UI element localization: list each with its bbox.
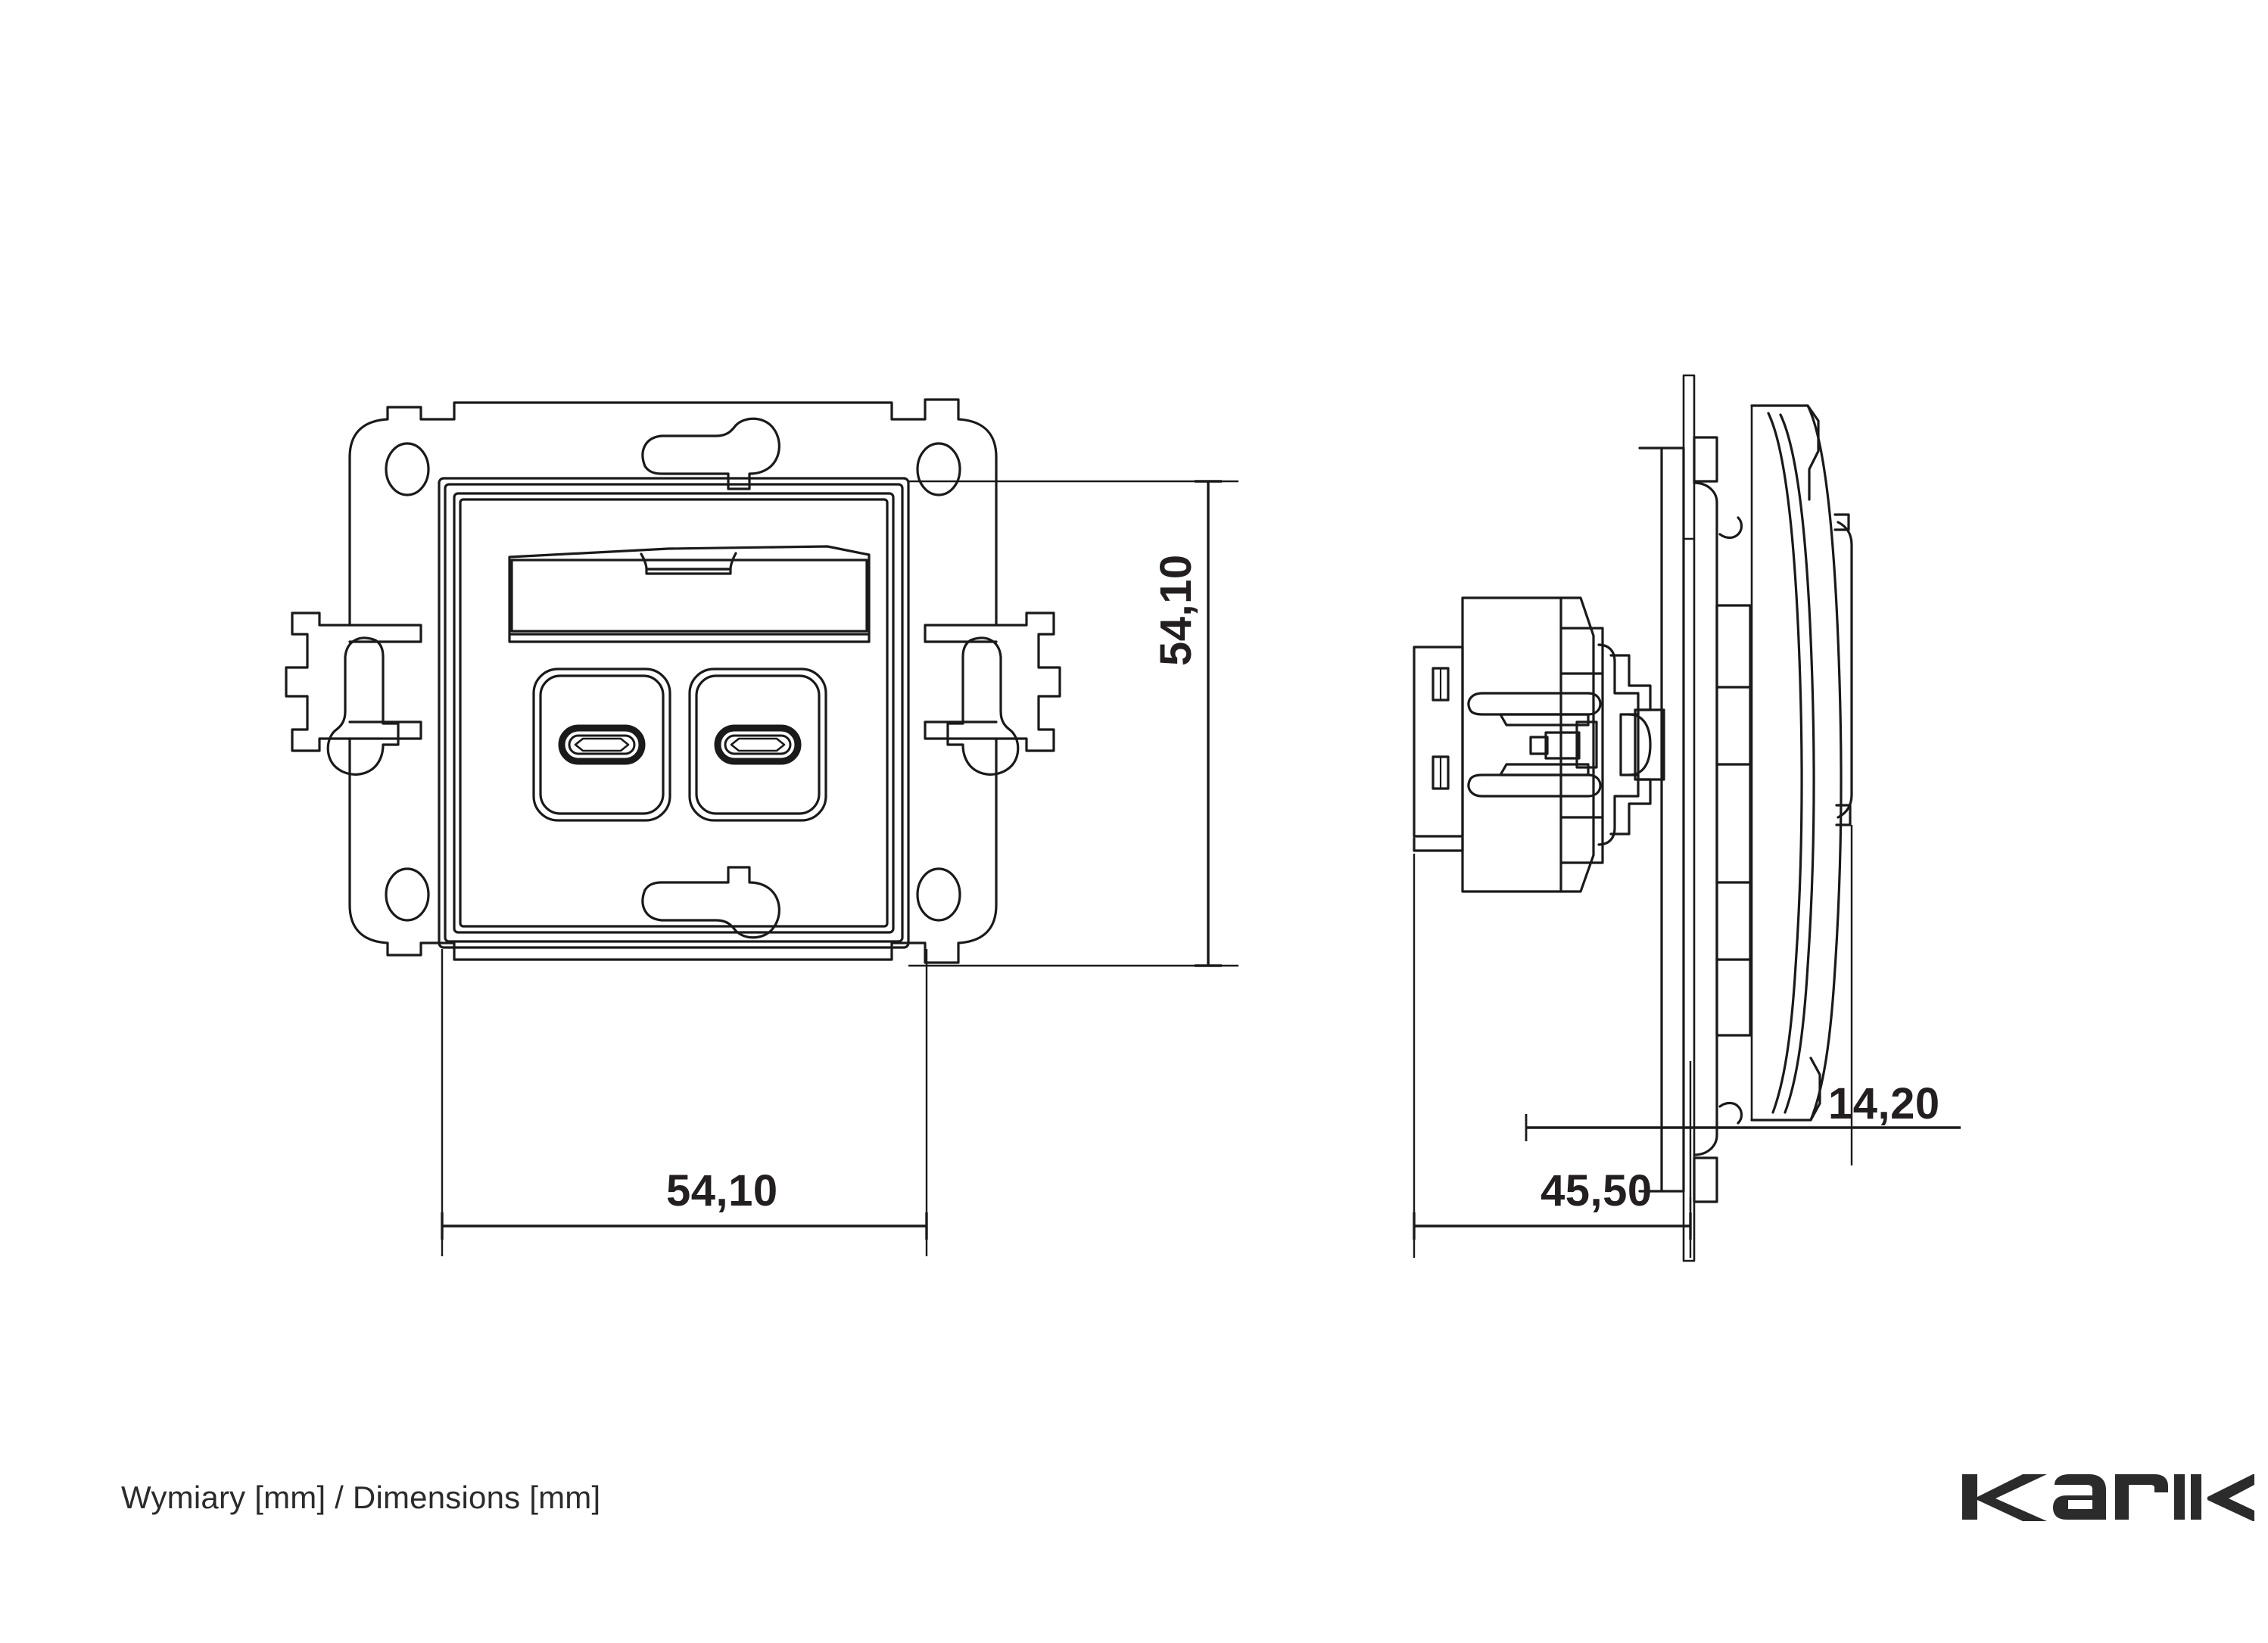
chassis-claw-left (1597, 643, 1640, 846)
front-view-dimensions (441, 480, 1238, 1256)
cover-plate-field (459, 498, 889, 928)
keyhole-slot-left (326, 636, 400, 776)
front-cover-edge-band (1837, 521, 1853, 819)
contact-leaf-lower (1499, 763, 1590, 776)
front-cover-inner-line-2 (1779, 413, 1815, 1114)
claw-tab-right-lower (924, 720, 998, 740)
mounting-frame-outline (285, 398, 1061, 964)
claw-tab-left-lower (348, 720, 422, 740)
front-cover-detent-bottom (1835, 804, 1852, 826)
contact-leaf-upper (1499, 713, 1590, 727)
contact-block (1544, 731, 1581, 760)
logo-letter-r (2115, 1474, 2168, 1520)
chassis-section (1559, 596, 1665, 893)
contact-spring-lower (1467, 773, 1602, 798)
front-cover-detent-top (1833, 513, 1850, 531)
units-note: Wymiary [mm] / Dimensions [mm] (121, 1480, 601, 1515)
front-cover-profile (1750, 404, 1853, 1122)
logo-letter-i-2 (2191, 1474, 2201, 1520)
usb-c-port-right-tongue (730, 737, 786, 752)
usb-c-port-left[interactable] (532, 667, 671, 822)
chassis-wedge (1559, 596, 1595, 893)
usb-c-port-left-outer (532, 667, 671, 822)
keyhole-slot-right (946, 636, 1020, 776)
frame-notch-top (1718, 516, 1743, 540)
label-window-inner (510, 559, 868, 633)
cover-plate-outer (438, 477, 910, 949)
frame-section (1638, 436, 1752, 1203)
claw-tab-left-upper (348, 624, 422, 643)
front-cover-inner-line (1767, 412, 1803, 1114)
logo-letter-k-2 (2207, 1474, 2254, 1521)
usb-c-port-right[interactable] (688, 667, 827, 822)
contact-spring-upper (1467, 692, 1602, 716)
brand-logo (1962, 1474, 2254, 1521)
side-view (1413, 374, 1853, 1262)
label-window-tab (645, 568, 732, 575)
label-window-lip (508, 633, 871, 643)
cover-plate-bezel (453, 492, 895, 934)
dimension-label-front-height: 54,10 (1151, 554, 1201, 666)
logo-letter-i-1 (2174, 1474, 2185, 1520)
front-view (285, 398, 1061, 964)
chassis-center-post (1637, 708, 1665, 781)
contact-pin (1529, 736, 1549, 755)
frame-notch-bottom (1718, 1101, 1743, 1125)
screw-hole-top-left (385, 442, 430, 496)
front-cover-rim-top (1806, 404, 1820, 501)
label-window-outline (508, 545, 871, 636)
usb-c-port-right-inner (695, 674, 821, 815)
claw-tab-right-upper (924, 624, 998, 643)
front-cover-outline (1750, 404, 1843, 1122)
front-cover-rim-bottom (1809, 1056, 1821, 1122)
label-window (508, 545, 871, 643)
screw-hole-bottom-right (916, 867, 961, 922)
usb-c-port-left-tongue (574, 737, 630, 752)
body-housing-step (1559, 627, 1604, 864)
side-view-dimensions (1413, 825, 1961, 1258)
cover-plate (438, 477, 910, 949)
contact-post (1575, 720, 1598, 769)
frame-rail (1715, 604, 1752, 1037)
frame-plate-vertical (1660, 447, 1685, 1193)
usb-c-port-right-outer (688, 667, 827, 822)
keyhole-slot-bottom (641, 866, 780, 939)
usb-c-port-left-mouth (568, 734, 636, 755)
frame-outline (285, 398, 1061, 964)
usb-c-port-left-shell (558, 724, 646, 765)
logo-letter-a (2053, 1474, 2106, 1520)
keyhole-slot-top (641, 417, 780, 490)
screw-hole-bottom-left (385, 867, 430, 922)
dimension-label-side-depth: 45,50 (1541, 1166, 1653, 1215)
logo-letter-k (1962, 1474, 2047, 1521)
cover-plate-outer-inner (444, 483, 904, 943)
usb-c-port-left-inner (539, 674, 665, 815)
chassis-claw-inner (1609, 654, 1652, 836)
screw-hole-top-right (916, 442, 961, 496)
dimension-label-front-width: 54,10 (666, 1166, 778, 1215)
usb-c-port-right-mouth (724, 734, 792, 755)
usb-c-port-right-shell (714, 724, 802, 765)
dimension-label-side-front-depth: 14,20 (1828, 1079, 1940, 1128)
frame-tab-bottom (1693, 1156, 1718, 1203)
frame-tab-top (1693, 436, 1718, 483)
